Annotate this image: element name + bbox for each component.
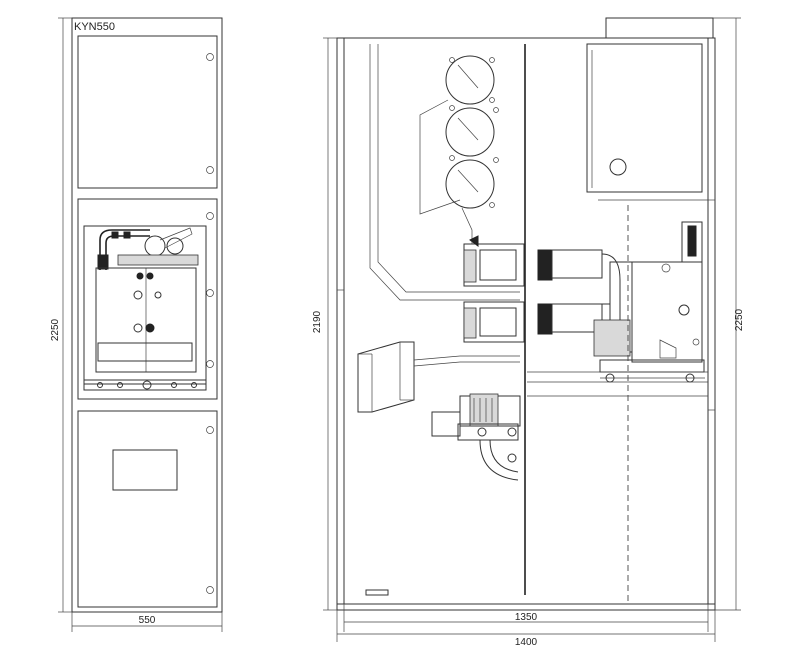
dim-label: 2250 (50, 318, 61, 341)
dimension-front-width: 550 (71, 612, 223, 632)
current-transformer (357, 341, 520, 413)
side-view: 2190 2250 1350 1400 (312, 17, 745, 648)
nameplate (97, 342, 193, 362)
front-outline (71, 17, 223, 613)
indicator-icon (133, 290, 143, 300)
contact-box-lower (463, 301, 525, 343)
busbar-chamber (369, 44, 520, 301)
lamp-icon (609, 158, 627, 176)
dim-label: 550 (139, 615, 156, 626)
door-hinge-icon (206, 166, 214, 174)
dimension-side-width-outer: 1400 (336, 610, 716, 648)
dimension-side-height-right: 2250 (713, 17, 745, 611)
hook-clamp (97, 254, 109, 270)
door-hinge-icon (206, 289, 214, 297)
door-hinge-icon (206, 586, 214, 594)
dim-label: 1350 (515, 612, 538, 623)
indicator-icon (133, 323, 143, 333)
dimension-side-width-inner: 1350 (343, 604, 709, 632)
cable-hook (99, 229, 150, 270)
earth-bar (365, 589, 389, 596)
busbar-icon (445, 55, 495, 105)
mechanism-panel (631, 261, 703, 363)
circuit-breaker-truck (537, 221, 705, 383)
cable-compartment-door (77, 410, 218, 608)
racking-icon (142, 380, 152, 390)
terminal-icon (507, 453, 517, 463)
dim-label: 2190 (312, 310, 323, 333)
dimension-side-height-inner: 2190 (312, 37, 337, 611)
dimension-front-height: 2250 (50, 17, 72, 613)
lv-compartment (586, 43, 703, 193)
breaker-body (95, 267, 197, 373)
contact-box-upper (463, 235, 525, 287)
inspection-window (112, 449, 178, 491)
top-compartment-door (77, 35, 218, 189)
door-hinge-icon (206, 426, 214, 434)
breaker-frame (83, 225, 207, 385)
side-outline (336, 37, 716, 611)
door-hinge-icon (206, 212, 214, 220)
earthing-switch (431, 393, 521, 481)
door-hinge-icon (206, 53, 214, 61)
busbar-icon (445, 159, 495, 209)
mechanism-icon (678, 304, 690, 316)
front-view: KYN550 (50, 17, 223, 632)
model-label: KYN550 (74, 21, 115, 33)
door-hinge-icon (206, 360, 214, 368)
dim-label: 2250 (734, 308, 745, 331)
busbar-icon (445, 107, 495, 157)
pressure-relief-box (605, 17, 714, 39)
dim-label: 1400 (515, 637, 538, 648)
breaker-compartment (77, 198, 218, 400)
